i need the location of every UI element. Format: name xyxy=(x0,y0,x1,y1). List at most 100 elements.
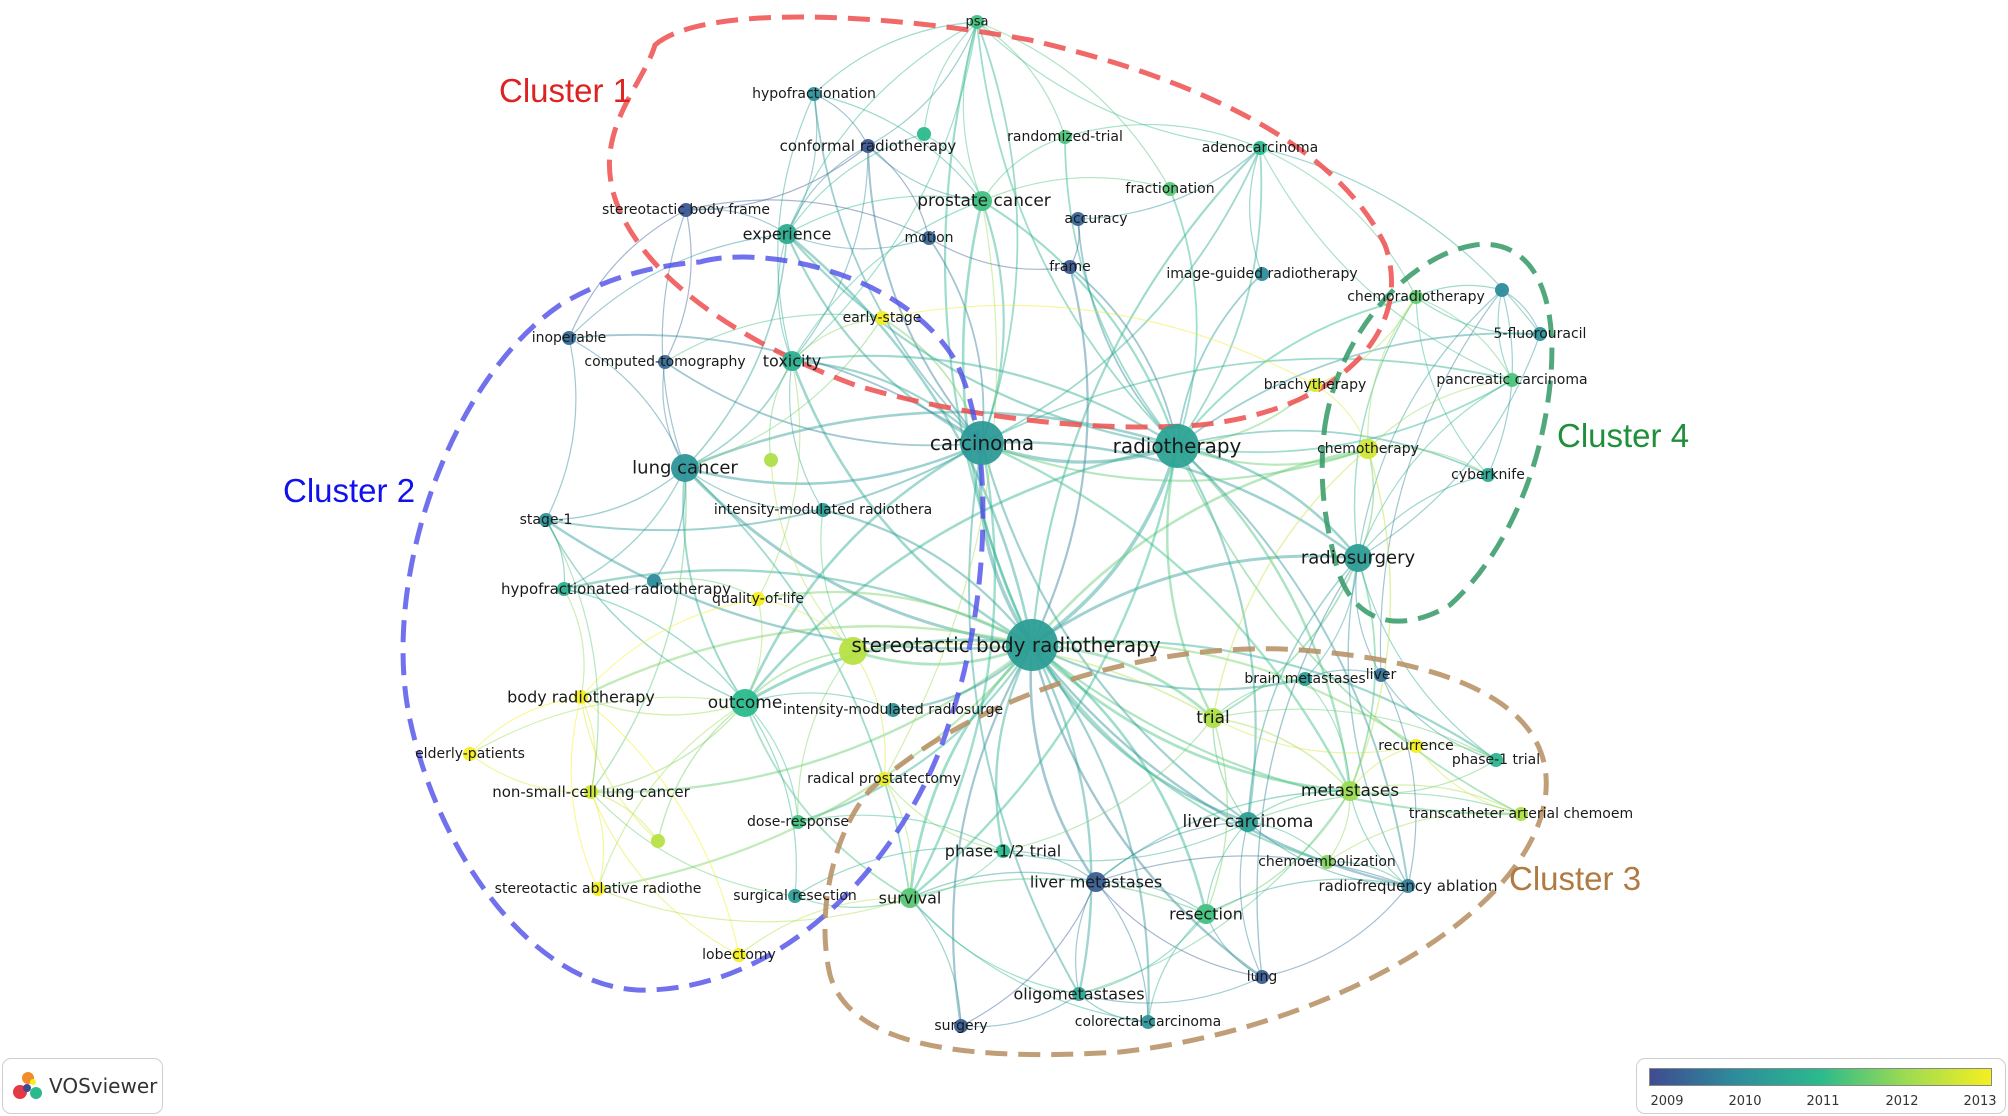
node-sabr[interactable] xyxy=(591,882,605,896)
node-cyberknife[interactable] xyxy=(1481,468,1495,482)
node-sbframe[interactable] xyxy=(679,203,693,217)
node-label-prostate[interactable]: prostate cancer xyxy=(917,191,1051,211)
node-pancreatic[interactable] xyxy=(1505,373,1519,387)
node-label-fractionation[interactable]: fractionation xyxy=(1125,181,1214,197)
node-label-radiosurgery[interactable]: radiosurgery xyxy=(1301,548,1416,569)
node-label-nsclc[interactable]: non-small-cell lung cancer xyxy=(492,783,690,801)
node-chemorad[interactable] xyxy=(1409,290,1423,304)
node-livercarc[interactable] xyxy=(1238,812,1258,832)
node-livermets[interactable] xyxy=(1086,872,1106,892)
node-label-recurrence[interactable]: recurrence xyxy=(1378,738,1453,754)
node-label-bodyrt[interactable]: body radiotherapy xyxy=(507,688,655,707)
node-hypofrac[interactable] xyxy=(807,87,821,101)
node-greendot1[interactable] xyxy=(764,453,778,467)
node-label-ct[interactable]: computed-tomography xyxy=(584,354,745,370)
node-lobectomy[interactable] xyxy=(732,948,746,962)
node-chemoemb[interactable] xyxy=(1320,855,1334,869)
node-label-livermets[interactable]: liver metastases xyxy=(1030,873,1162,892)
node-phase1[interactable] xyxy=(1489,753,1503,767)
node-psa[interactable] xyxy=(970,15,984,29)
node-brainmets[interactable] xyxy=(1298,672,1312,686)
node-label-trial[interactable]: trial xyxy=(1196,708,1230,728)
node-label-radiotherapy[interactable]: radiotherapy xyxy=(1113,434,1242,458)
node-label-imrt[interactable]: intensity-modulated radiothera xyxy=(714,502,932,518)
node-imrt[interactable] xyxy=(816,503,830,517)
node-randomized[interactable] xyxy=(1058,130,1072,144)
node-ct[interactable] xyxy=(658,355,672,369)
node-label-lobectomy[interactable]: lobectomy xyxy=(702,947,776,963)
node-label-cyberknife[interactable]: cyberknife xyxy=(1451,467,1525,483)
node-label-phase1[interactable]: phase-1 trial xyxy=(1452,752,1540,768)
node-bodyrt[interactable] xyxy=(574,690,588,704)
node-label-liver[interactable]: liver xyxy=(1366,667,1397,683)
node-label-outcome[interactable]: outcome xyxy=(708,693,783,713)
node-radiosurgery[interactable] xyxy=(1344,544,1372,572)
node-label-chemotherapy[interactable]: chemotherapy xyxy=(1317,441,1419,457)
node-stage1[interactable] xyxy=(539,513,553,527)
node-label-conformal[interactable]: conformal radiotherapy xyxy=(780,137,957,155)
node-label-sabr[interactable]: stereotactic ablative radiothe xyxy=(495,881,702,897)
node-resection[interactable] xyxy=(1196,904,1216,924)
node-label-motion[interactable]: motion xyxy=(904,230,953,246)
node-chemotherapy[interactable] xyxy=(1358,439,1378,459)
node-label-experience[interactable]: experience xyxy=(743,225,832,244)
node-label-survival[interactable]: survival xyxy=(879,889,942,908)
node-label-livercarc[interactable]: liver carcinoma xyxy=(1183,812,1314,832)
node-oligomets[interactable] xyxy=(1072,987,1086,1001)
node-doseresp[interactable] xyxy=(791,815,805,829)
node-label-accuracy[interactable]: accuracy xyxy=(1064,211,1127,227)
node-hypofracrt[interactable] xyxy=(557,582,571,596)
node-label-elderly[interactable]: elderly-patients xyxy=(415,746,525,762)
node-recurrence[interactable] xyxy=(1409,739,1423,753)
node-label-doseresp[interactable]: dose-response xyxy=(747,814,849,830)
node-motion[interactable] xyxy=(922,231,936,245)
node-label-surgery[interactable]: surgery xyxy=(934,1018,987,1034)
node-frame[interactable] xyxy=(1063,260,1077,274)
node-label-chemoemb[interactable]: chemoembolization xyxy=(1258,854,1396,870)
node-label-imrs[interactable]: intensity-modulated radiosurge xyxy=(783,702,1003,718)
node-label-qol[interactable]: quality-of-life xyxy=(712,591,804,607)
node-label-lungcancer[interactable]: lung cancer xyxy=(632,458,738,479)
node-label-sbframe[interactable]: stereotactic body frame xyxy=(602,202,770,218)
node-greenbig[interactable] xyxy=(839,637,867,665)
node-label-carcinoma[interactable]: carcinoma xyxy=(930,431,1034,455)
node-surgres[interactable] xyxy=(788,889,802,903)
node-phase12[interactable] xyxy=(996,844,1010,858)
node-label-fluorouracil[interactable]: 5-fluorouracil xyxy=(1494,326,1587,342)
node-sbrt[interactable] xyxy=(1006,619,1058,671)
node-label-tace[interactable]: transcatheter arterial chemoem xyxy=(1409,806,1633,822)
node-label-adeno[interactable]: adenocarcinoma xyxy=(1202,140,1318,156)
node-label-sbrt[interactable]: stereotactic body radiotherapy xyxy=(851,633,1161,657)
node-label-psa[interactable]: psa xyxy=(966,15,989,30)
node-label-toxicity[interactable]: toxicity xyxy=(763,352,821,371)
node-elderly[interactable] xyxy=(463,747,477,761)
node-experience[interactable] xyxy=(777,224,797,244)
node-label-brachy[interactable]: brachytherapy xyxy=(1264,377,1367,393)
node-brachy[interactable] xyxy=(1308,378,1322,392)
node-fluorouracil[interactable] xyxy=(1533,327,1547,341)
node-greendot2[interactable] xyxy=(651,834,665,848)
node-label-chemorad[interactable]: chemoradiotherapy xyxy=(1347,289,1485,305)
node-radprost[interactable] xyxy=(877,772,891,786)
node-label-hypofracrt[interactable]: hypofractionated radiotherapy xyxy=(501,580,731,598)
node-liver[interactable] xyxy=(1374,668,1388,682)
node-cr2[interactable] xyxy=(917,127,931,141)
node-carcinoma[interactable] xyxy=(960,421,1004,465)
node-surgery[interactable] xyxy=(954,1019,968,1033)
node-trial[interactable] xyxy=(1203,708,1223,728)
node-label-earlystage[interactable]: early-stage xyxy=(843,310,922,326)
node-label-oligomets[interactable]: oligometastases xyxy=(1013,985,1144,1004)
node-tace[interactable] xyxy=(1514,807,1528,821)
node-colorectal[interactable] xyxy=(1141,1015,1155,1029)
node-label-stage1[interactable]: stage-1 xyxy=(520,512,573,528)
node-n5fu_dot[interactable] xyxy=(1495,283,1509,297)
node-metastases[interactable] xyxy=(1340,781,1360,801)
node-earlystage[interactable] xyxy=(875,311,889,325)
node-qol[interactable] xyxy=(751,592,765,606)
node-lung[interactable] xyxy=(1255,970,1269,984)
node-survival[interactable] xyxy=(900,888,920,908)
node-accuracy[interactable] xyxy=(1071,212,1085,226)
node-nsclc[interactable] xyxy=(584,785,598,799)
node-label-randomized[interactable]: randomized-trial xyxy=(1007,129,1123,145)
